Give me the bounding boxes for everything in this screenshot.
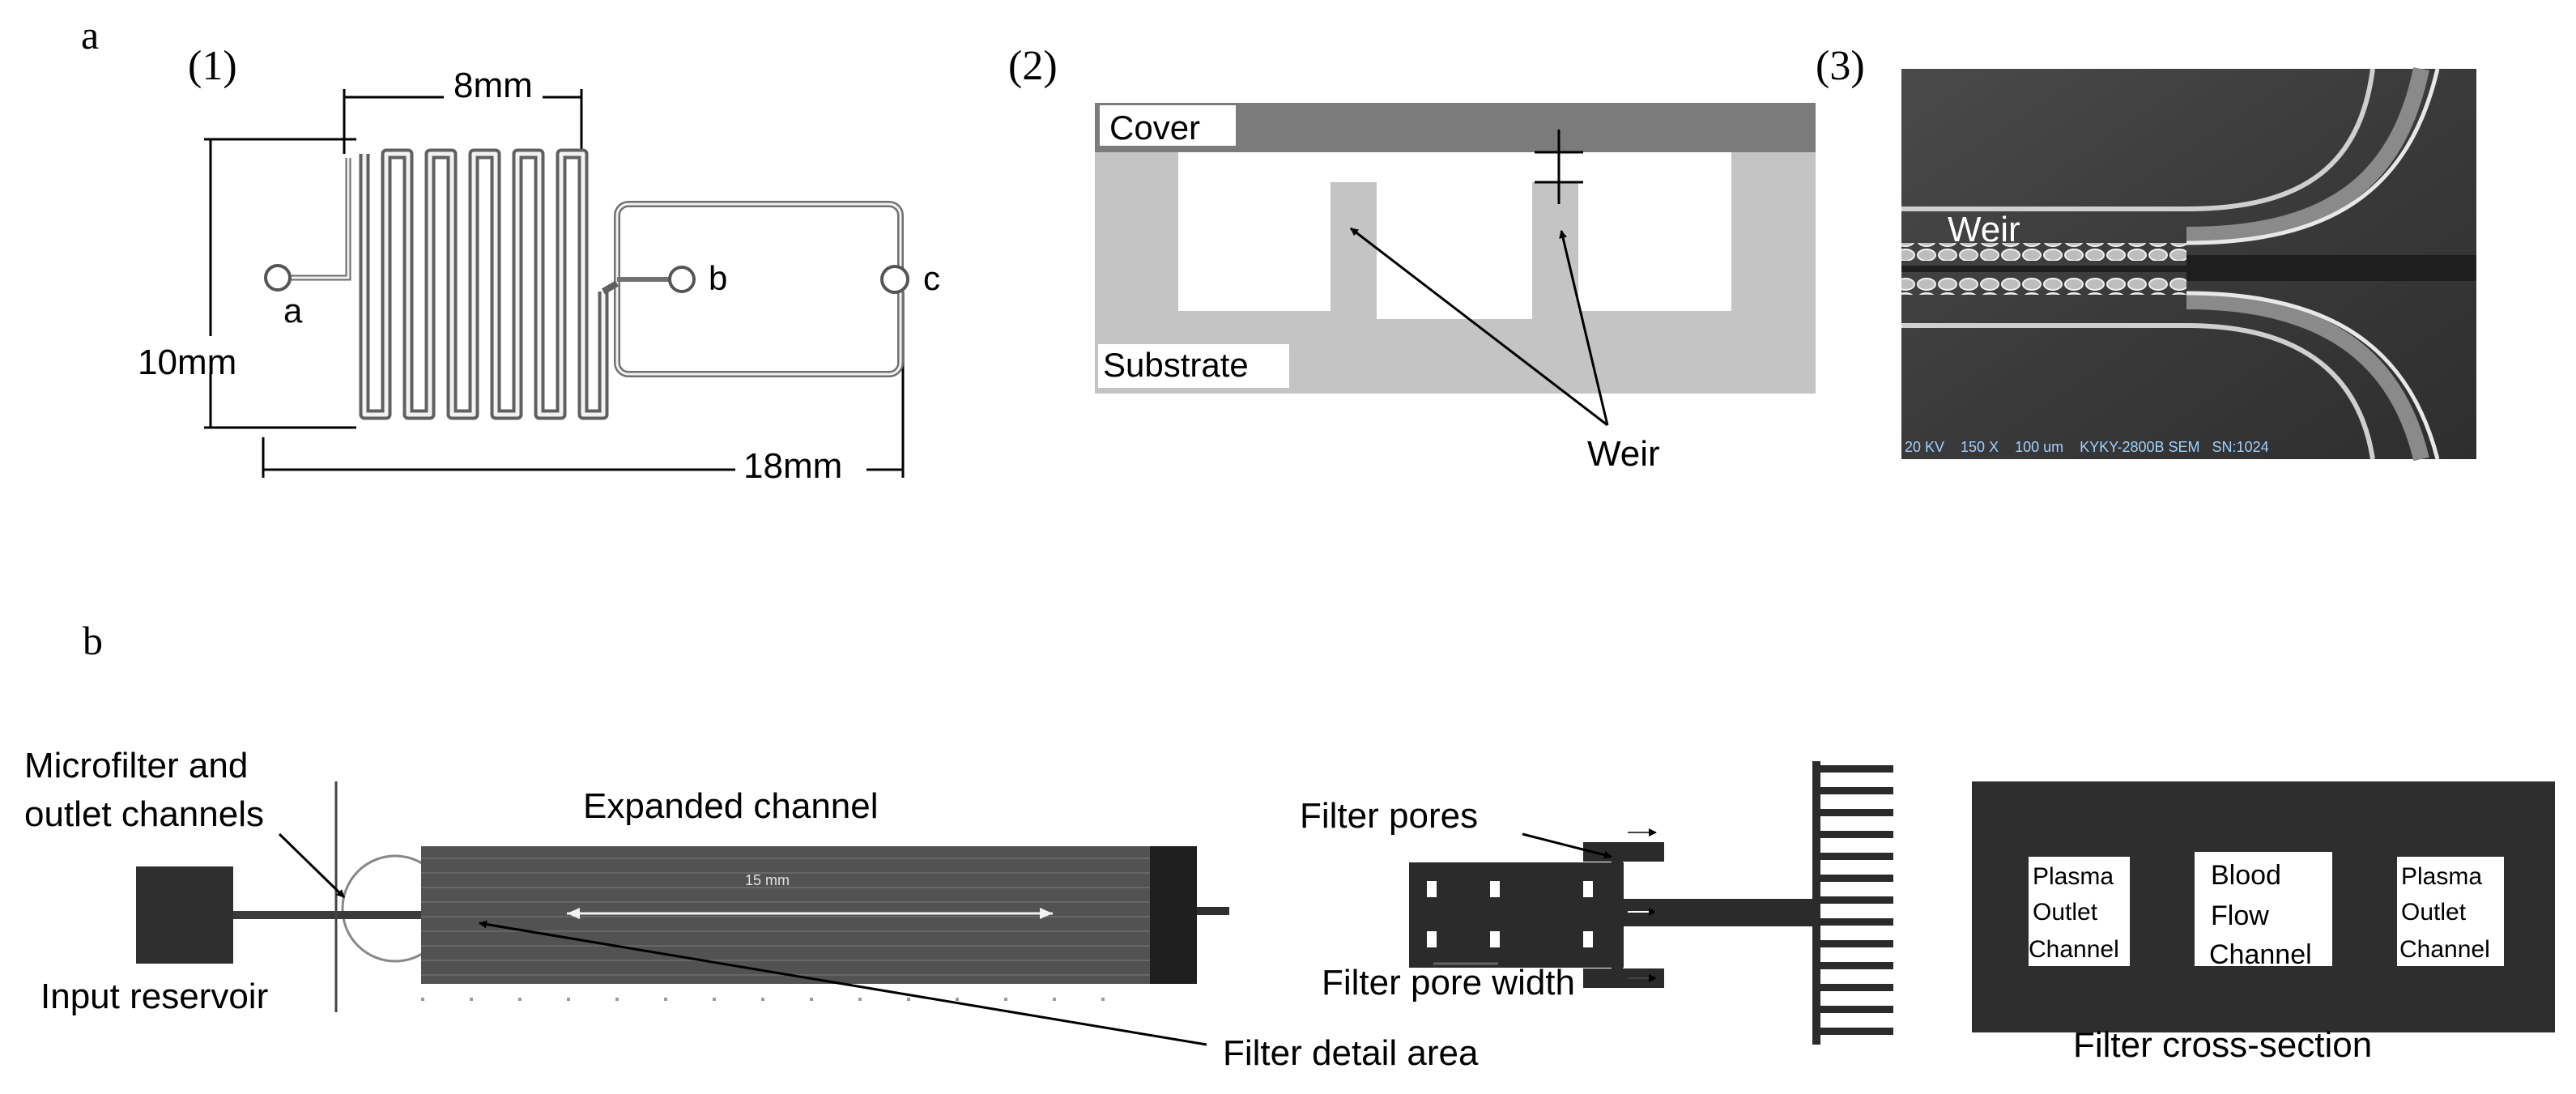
right-channel-line1: Plasma <box>2401 863 2482 890</box>
panel-b-label: b <box>83 618 103 663</box>
port-c-label: c <box>923 259 940 297</box>
panel-a-label: a <box>81 12 99 57</box>
sem-footer-text: 20 KV 150 X 100 um KYKY-2800B SEM SN:102… <box>1905 439 2269 455</box>
dimension-18mm: 18mm <box>743 446 842 486</box>
left-channel-line1: Plasma <box>2033 863 2114 890</box>
expanded-channel-label: Expanded channel <box>583 786 879 826</box>
sem-weir-label: Weir <box>1948 210 2020 249</box>
left-plasma-outlet-channel <box>2029 857 2130 966</box>
filter-detail: Filter pores Filter pore width <box>1300 761 1893 1045</box>
filter-detail-area-label: Filter detail area <box>1223 1033 1479 1073</box>
microfilter-label-line1: Microfilter and <box>24 746 248 785</box>
left-channel-line2: Outlet <box>2033 899 2098 926</box>
scale-text: 15 mm <box>745 872 790 888</box>
microfilter-label-line2: outlet channels <box>24 794 264 834</box>
filter-cross-section: Plasma Outlet Channel Blood Flow Channel… <box>1972 781 2555 1065</box>
sem-image: (3) Weir 20 KV 150 X 100 um KYKY-2800B S… <box>1816 43 2476 462</box>
dimension-8mm: 8mm <box>453 66 533 105</box>
blood-flow-channel <box>2195 852 2332 966</box>
right-channel-line2: Outlet <box>2401 899 2467 926</box>
input-reservoir <box>136 866 233 964</box>
port-a-hole <box>264 264 292 292</box>
port-a-label: a <box>283 292 303 330</box>
mid-channel-line1: Blood <box>2211 860 2281 891</box>
port-b-label: b <box>709 259 727 297</box>
port-c-hole <box>880 265 909 294</box>
serpentine-channel <box>359 148 609 420</box>
substrate-label: Substrate <box>1103 346 1249 384</box>
chip-cross-section: (2) Cover Substrate Weir <box>1008 43 1816 474</box>
filter-pores-label: Filter pores <box>1300 796 1478 836</box>
subpanel-1-label: (1) <box>188 43 237 89</box>
chip-layout: (1) 8mm 10mm 18mm a b c <box>138 43 940 486</box>
device-overview: 15 mm Microfilter and outlet channels Ex… <box>24 746 1479 1073</box>
right-channel-line3: Channel <box>2399 936 2490 963</box>
cover-label: Cover <box>1109 109 1200 147</box>
mid-channel-line2: Flow <box>2211 900 2269 931</box>
separation-loop <box>614 201 904 377</box>
subpanel-2-label: (2) <box>1008 43 1058 89</box>
left-channel-line3: Channel <box>2029 936 2119 963</box>
mid-channel-line3: Channel <box>2209 939 2312 970</box>
input-reservoir-label: Input reservoir <box>40 977 268 1016</box>
subpanel-3-label: (3) <box>1816 43 1865 89</box>
filter-pore-width-label: Filter pore width <box>1322 963 1575 1002</box>
port-b-hole <box>668 266 696 293</box>
weir-label: Weir <box>1587 434 1660 474</box>
right-plasma-outlet-channel <box>2397 857 2504 966</box>
filter-cross-section-caption: Filter cross-section <box>2073 1025 2372 1065</box>
dimension-10mm: 10mm <box>138 343 236 382</box>
